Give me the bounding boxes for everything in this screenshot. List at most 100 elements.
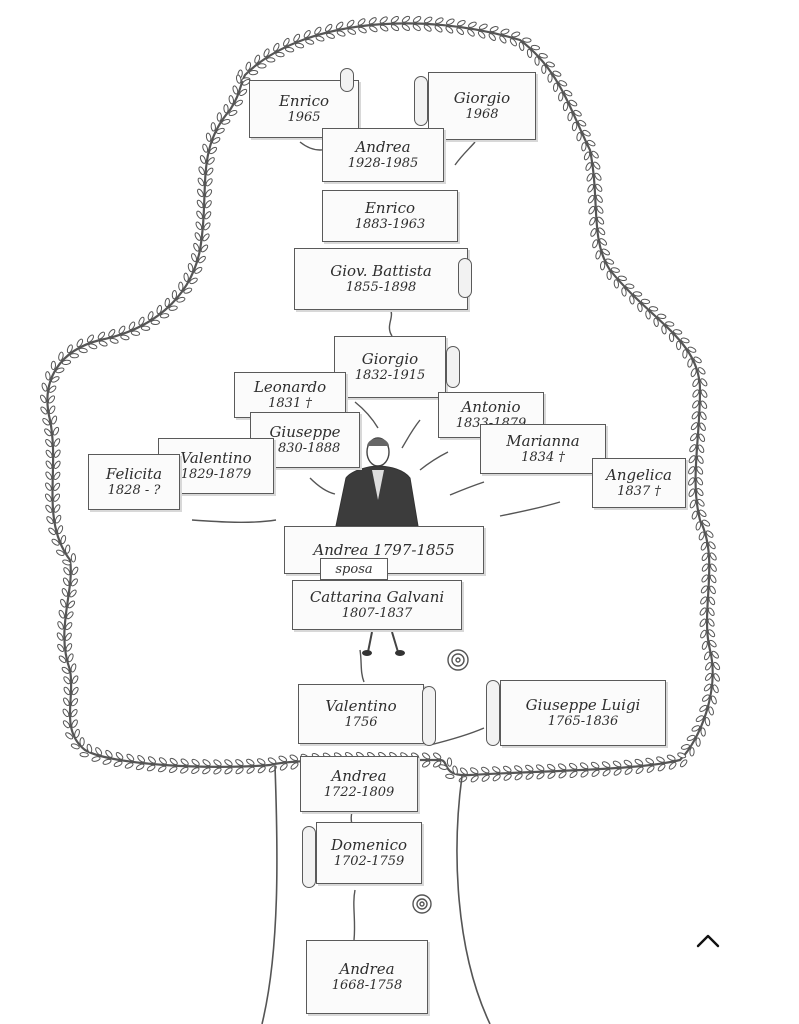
leaf	[675, 340, 682, 351]
leaf	[552, 82, 559, 92]
leaf	[176, 296, 186, 303]
leaf	[401, 15, 411, 23]
leaf	[456, 19, 466, 27]
leaf	[688, 477, 695, 486]
person-name: Cattarina Galvani	[309, 587, 445, 606]
leaf	[180, 758, 189, 766]
leaf	[210, 122, 216, 132]
scroll-to-top-button[interactable]	[688, 924, 728, 958]
leaf	[452, 765, 458, 775]
leaf	[199, 155, 207, 164]
leaf	[700, 541, 708, 551]
leaf	[708, 596, 716, 606]
person-name: Marianna	[506, 431, 580, 450]
leaf	[534, 56, 540, 66]
leaf	[489, 26, 499, 33]
leaf	[245, 61, 252, 71]
leaf	[594, 172, 602, 181]
leaf	[445, 26, 454, 34]
leaf	[613, 768, 622, 776]
leaf	[347, 28, 357, 35]
leaf	[187, 263, 194, 273]
leaf	[700, 629, 707, 639]
leaf	[42, 418, 51, 426]
leaf	[204, 200, 212, 209]
leaf	[691, 725, 701, 732]
person-name: Enrico	[364, 198, 415, 217]
leaf	[140, 325, 151, 331]
leaf	[95, 747, 103, 756]
leaf	[698, 433, 706, 443]
leaf	[709, 585, 716, 595]
leaf	[224, 767, 233, 775]
leaf	[478, 23, 488, 30]
leaf	[156, 304, 163, 315]
leaf	[150, 319, 160, 325]
person-scroll-domenico: Domenico 1702-1759	[316, 822, 422, 884]
leaf	[66, 344, 73, 354]
leaf	[459, 767, 468, 775]
leaf	[514, 765, 523, 772]
leaf	[704, 717, 711, 727]
leaf	[599, 260, 606, 271]
leaf	[303, 29, 311, 39]
leaf	[197, 177, 205, 187]
leaf	[701, 640, 708, 650]
leaf	[69, 353, 79, 359]
leaf	[590, 761, 600, 769]
leaf	[514, 773, 523, 781]
leaf	[61, 588, 69, 597]
leaf	[183, 272, 189, 282]
leaf	[58, 655, 67, 664]
leaf	[390, 15, 399, 23]
leaf	[696, 466, 704, 475]
leaf	[591, 150, 599, 159]
leaf	[67, 653, 74, 663]
leaf	[412, 16, 422, 23]
leaf	[567, 111, 573, 122]
leaf	[503, 773, 512, 781]
leaf	[691, 510, 698, 520]
leaf	[305, 39, 315, 45]
leaf	[197, 188, 204, 198]
leaf	[358, 26, 367, 34]
leaf	[708, 639, 717, 648]
leaf	[57, 525, 64, 535]
leaf	[289, 754, 299, 762]
leaf	[686, 734, 696, 742]
leaf	[118, 325, 126, 334]
leaf	[509, 38, 517, 47]
leaf	[645, 757, 655, 765]
leaf	[246, 766, 255, 774]
leaf	[147, 311, 154, 321]
leaf	[62, 577, 70, 587]
leaf	[278, 755, 288, 762]
leaf	[193, 242, 200, 252]
leaf	[701, 563, 709, 572]
person-scroll-giorgio-1832: Giorgio 1832-1915	[334, 336, 446, 398]
leaf	[204, 211, 212, 220]
leaf	[40, 406, 48, 415]
leaf	[65, 643, 73, 652]
person-dates: 1829-1879	[180, 467, 252, 483]
leaf	[590, 228, 597, 237]
leaf	[697, 367, 706, 375]
leaf	[637, 302, 643, 313]
leaf	[698, 509, 707, 518]
person-name: Valentino	[180, 448, 252, 467]
leaf	[45, 504, 53, 513]
person-name: Giuseppe Luigi	[525, 695, 641, 714]
leaf	[357, 18, 366, 26]
trunk-left-line	[261, 765, 278, 1024]
leaf	[45, 449, 53, 458]
leaf	[48, 385, 57, 393]
leaf	[701, 694, 710, 702]
leaf	[98, 340, 108, 347]
leaf	[202, 143, 209, 153]
leaf	[583, 151, 591, 161]
leaf	[70, 578, 78, 587]
leaf	[78, 347, 88, 354]
leaf	[503, 765, 512, 773]
leaf	[585, 162, 592, 171]
leaf	[580, 770, 589, 778]
